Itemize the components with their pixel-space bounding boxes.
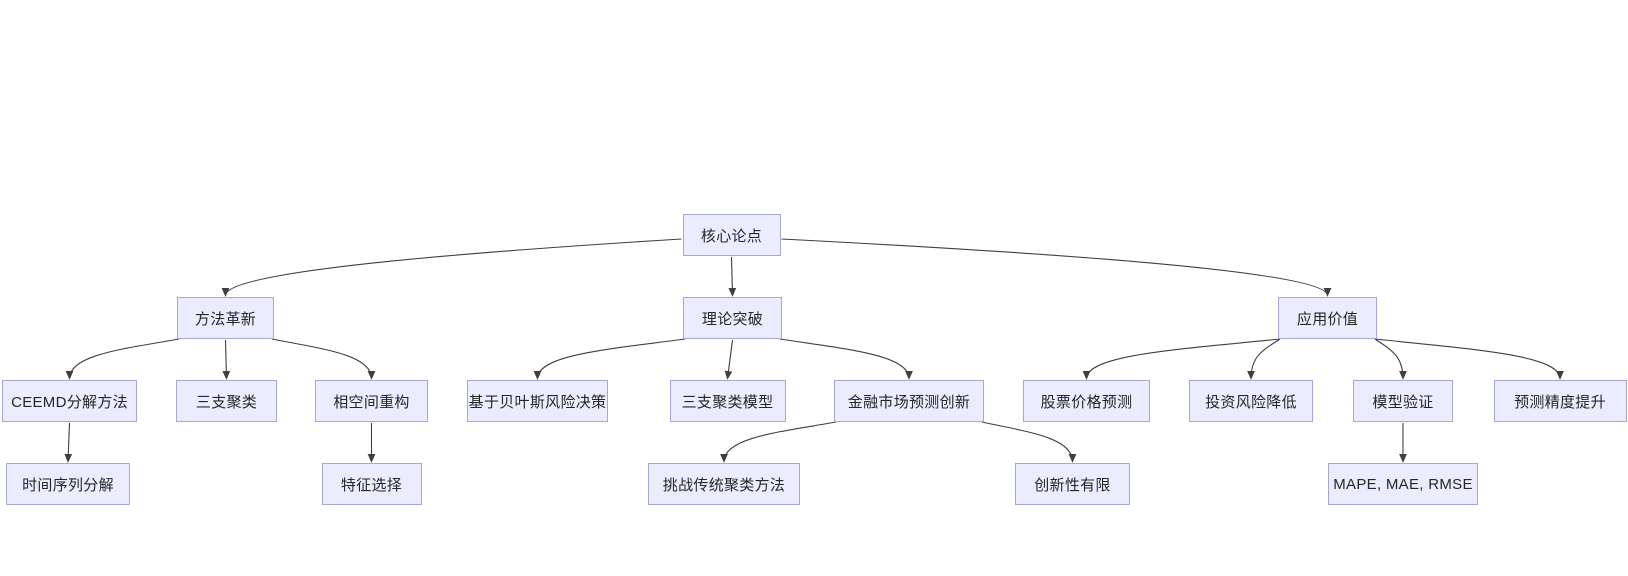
diagram-node-ts-decomp: 时间序列分解 [6, 463, 130, 505]
node-label: 模型验证 [1372, 393, 1434, 411]
node-label: 应用价值 [1296, 310, 1359, 328]
node-label: CEEMD分解方法 [11, 393, 128, 411]
edge-finance-challenge [720, 421, 837, 463]
edge-theory-bayes [533, 338, 686, 380]
node-label: 投资风险降低 [1205, 393, 1297, 411]
diagram-node-ceemd: CEEMD分解方法 [2, 380, 137, 422]
diagram-node-three-way: 三支聚类 [176, 380, 277, 422]
edge-method-ceemd [65, 338, 180, 380]
node-label: 预测精度提升 [1514, 393, 1606, 411]
diagram-node-bayes: 基于贝叶斯风险决策 [467, 380, 608, 422]
node-label: 股票价格预测 [1040, 393, 1133, 411]
edge-ceemd-ts-decomp [64, 422, 73, 463]
node-label: 基于贝叶斯风险决策 [468, 393, 607, 411]
node-label: 创新性有限 [1034, 476, 1111, 494]
edge-application-accuracy [1374, 338, 1564, 380]
edge-method-phase-space [271, 338, 376, 380]
diagram-node-accuracy: 预测精度提升 [1493, 380, 1627, 422]
diagram-node-phase-space: 相空间重构 [315, 380, 428, 422]
edge-application-stock [1082, 338, 1281, 380]
node-label: 理论突破 [701, 310, 764, 328]
diagram-node-metrics: MAPE, MAE, RMSE [1328, 463, 1478, 505]
diagram-node-feature: 特征选择 [321, 463, 422, 505]
edge-theory-twc-model [724, 339, 734, 380]
node-label: 金融市场预测创新 [847, 393, 971, 411]
node-label: 时间序列分解 [22, 476, 114, 494]
edge-root-method [221, 238, 682, 297]
node-label: 方法革新 [194, 310, 257, 328]
edge-theory-finance [779, 338, 913, 380]
edge-application-validation [1374, 338, 1407, 380]
node-label: 核心论点 [700, 227, 763, 245]
edge-application-risk [1247, 338, 1281, 380]
diagram-node-novelty: 创新性有限 [1015, 463, 1130, 505]
node-label: 挑战传统聚类方法 [662, 476, 786, 494]
diagram-node-finance: 金融市场预测创新 [834, 380, 984, 422]
edge-group [64, 238, 1564, 463]
diagram-node-method: 方法革新 [177, 297, 274, 339]
diagram-node-validation: 模型验证 [1353, 380, 1453, 422]
diagram-node-challenge: 挑战传统聚类方法 [648, 463, 800, 505]
edge-finance-novelty [981, 421, 1077, 463]
node-label: MAPE, MAE, RMSE [1333, 475, 1473, 493]
diagram-node-risk: 投资风险降低 [1189, 380, 1313, 422]
diagram-node-theory: 理论突破 [683, 297, 782, 339]
node-label: 特征选择 [340, 476, 403, 494]
diagram-node-stock: 股票价格预测 [1023, 380, 1150, 422]
edge-method-three-way [222, 339, 231, 380]
diagram-node-root: 核心论点 [682, 214, 781, 256]
node-label: 三支聚类 [195, 393, 258, 411]
diagram-node-twc-model: 三支聚类模型 [669, 380, 786, 422]
node-label: 相空间重构 [333, 393, 410, 411]
diagram-node-application: 应用价值 [1278, 297, 1377, 339]
node-label: 三支聚类模型 [681, 393, 774, 411]
edge-root-application [781, 238, 1332, 297]
edge-root-theory [728, 256, 737, 297]
